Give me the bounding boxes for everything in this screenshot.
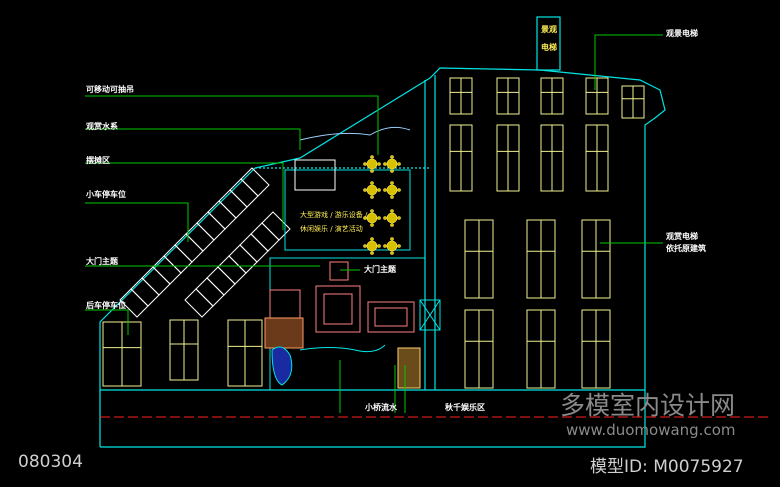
label-gate-1: 大门主题	[86, 257, 118, 266]
parking-stall	[240, 167, 270, 197]
round-table	[386, 212, 398, 224]
chair	[370, 251, 374, 255]
site-outline	[99, 16, 666, 448]
parking-stall	[184, 288, 214, 318]
chair	[390, 209, 394, 213]
parking-stall	[206, 266, 236, 296]
label-swing: 秋千娱乐区	[445, 403, 485, 412]
label-water: 观赏水系	[86, 122, 118, 131]
round-table	[366, 158, 378, 170]
chair	[390, 195, 394, 199]
parking-stall	[185, 222, 215, 252]
parking-stall	[196, 211, 226, 241]
round-table	[366, 212, 378, 224]
parking-stall	[130, 277, 160, 307]
round-table	[366, 240, 378, 252]
garden	[264, 126, 441, 391]
chair	[377, 216, 381, 220]
chair	[370, 237, 374, 241]
chair	[390, 223, 394, 227]
watermark-brand: 多模室内设计网	[560, 391, 736, 420]
chair	[363, 188, 367, 192]
label-activity-1: 大型游戏 / 游乐设备 /	[300, 211, 368, 219]
chair	[363, 216, 367, 220]
chair	[377, 162, 381, 166]
windows	[102, 77, 645, 389]
chair	[390, 169, 394, 173]
chair	[370, 195, 374, 199]
parking-stall	[218, 189, 248, 219]
parking-stall	[163, 244, 193, 274]
label-small-parking: 小车停车位	[86, 190, 126, 199]
label-bridge: 小桥流水	[365, 403, 397, 412]
chair	[363, 244, 367, 248]
chair	[397, 188, 401, 192]
chair	[383, 244, 387, 248]
chair	[390, 155, 394, 159]
label-existing: 依托原建筑	[666, 244, 706, 253]
chair	[370, 209, 374, 213]
label-stalls: 摆摊区	[86, 156, 110, 165]
label-lift-2: 观赏电梯	[666, 232, 698, 241]
label-view-lift: 观景电梯	[666, 29, 698, 38]
chair	[377, 188, 381, 192]
round-table	[386, 184, 398, 196]
parking-stall	[174, 233, 204, 263]
chair	[390, 181, 394, 185]
round-tables	[363, 155, 401, 255]
label-movable: 可移动可抽吊	[86, 85, 134, 94]
label-rear-parking: 后车停车位	[86, 301, 126, 310]
chair	[397, 216, 401, 220]
parking-stall	[141, 266, 171, 296]
parking-stall	[195, 277, 225, 307]
footer-model-id: 模型ID: M0075927	[590, 457, 744, 477]
watermark-url: www.duomowang.com	[566, 421, 736, 439]
parking-stall	[261, 211, 291, 241]
round-table	[366, 184, 378, 196]
chair	[390, 251, 394, 255]
footer-code: 080304	[18, 452, 83, 472]
label-activity-2: 休闲娱乐 / 演艺活动	[300, 225, 363, 233]
parking-stall	[250, 222, 280, 252]
chair	[397, 244, 401, 248]
label-lift-a: 景观	[541, 25, 557, 34]
round-table	[386, 158, 398, 170]
parking-stall	[207, 200, 237, 230]
round-table	[386, 240, 398, 252]
chair	[383, 162, 387, 166]
label-gate-2: 大门主题	[364, 265, 396, 274]
leader-lines	[85, 34, 663, 413]
parking-stall	[229, 178, 259, 208]
chair	[383, 216, 387, 220]
parking-stall	[152, 255, 182, 285]
chair	[370, 181, 374, 185]
parking-stall	[217, 255, 247, 285]
parking-stalls	[119, 167, 291, 318]
chair	[383, 188, 387, 192]
chair	[363, 162, 367, 166]
chair	[390, 237, 394, 241]
chair	[397, 162, 401, 166]
chair	[370, 223, 374, 227]
chair	[370, 155, 374, 159]
chair	[370, 169, 374, 173]
label-lift-b: 电梯	[541, 43, 557, 52]
parking-stall	[239, 233, 269, 263]
parking-stall	[228, 244, 258, 274]
chair	[377, 244, 381, 248]
